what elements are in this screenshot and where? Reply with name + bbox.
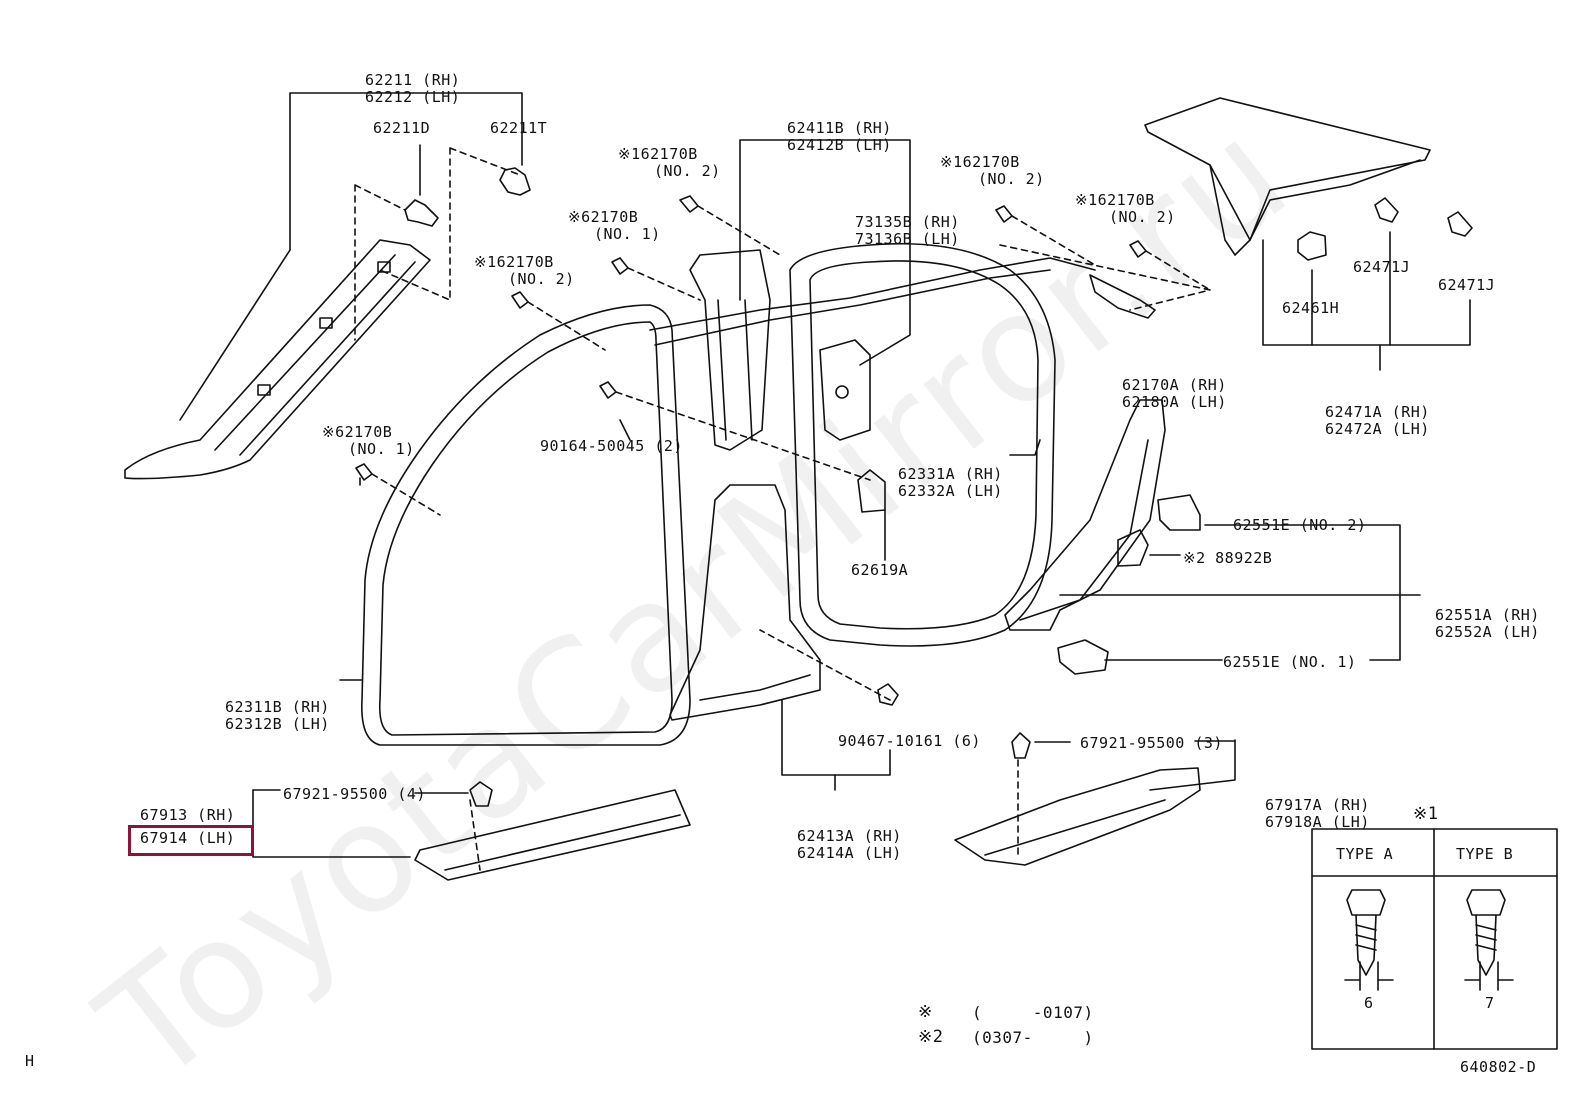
front-scuff-plate [414, 789, 691, 881]
clip-62471j-a [1374, 197, 1399, 223]
label-90467: 90467-10161 (6) [838, 732, 981, 750]
label-162170b-a: ※162170B(NO. 2) [618, 145, 721, 180]
label-62471j-b: 62471J [1438, 276, 1496, 294]
footnote-1-range: ( -0107) [972, 1003, 1094, 1022]
screw-type-b-icon [1466, 889, 1506, 976]
label-62170a: 62170A (RH)62180A (LH) [1122, 376, 1227, 411]
rear-quarter-garnish [1004, 399, 1166, 631]
clip-62211t [499, 167, 531, 196]
label-67914: 67914 (LH) [140, 829, 236, 847]
part-62170a [1089, 274, 1156, 319]
bracket-62211-lower [179, 249, 291, 421]
label-162170b-b: ※162170B(NO. 2) [474, 253, 575, 288]
front-pillar-garnish [124, 239, 431, 480]
label-62211: 62211 (RH)62212 (LH) [365, 71, 461, 106]
clip-62471j-b [1447, 211, 1473, 237]
diagram-code: 640802-D [1460, 1058, 1537, 1076]
label-67917a: 67917A (RH)67918A (LH) [1265, 796, 1370, 831]
clip-90467 [877, 683, 899, 706]
legend-dim-b: 7 [1485, 994, 1495, 1012]
clip-62211d [404, 199, 439, 227]
label-62211t: 62211T [490, 119, 548, 137]
label-62170b-b: ※62170B(NO. 1) [322, 423, 415, 458]
bracket-62211 [289, 92, 523, 251]
label-162170b-d: ※162170B(NO. 2) [1075, 191, 1176, 226]
screw-type-a-icon [1346, 889, 1386, 976]
label-62413a: 62413A (RH)62414A (LH) [797, 827, 902, 862]
label-73135b: 73135B (RH)73136B (LH) [855, 213, 960, 248]
label-67921-b: 67921-95500 (3) [1080, 734, 1223, 752]
clip-62551e-no2 [1157, 494, 1201, 531]
clip-88922b [1117, 529, 1149, 567]
footnote-2-mark: ※2 [918, 1027, 944, 1047]
legend-mark: ※1 [1413, 804, 1439, 824]
legend-type-b: TYPE B [1456, 845, 1514, 863]
corner-marker: H [25, 1052, 35, 1070]
label-67913: 67913 (RH) [140, 806, 236, 824]
clip-62551e-no1 [1057, 639, 1109, 675]
label-62170b-a: ※62170B(NO. 1) [568, 208, 661, 243]
seatbelt-cover-73135b [819, 339, 871, 441]
label-90164: 90164-50045 (2) [540, 437, 683, 455]
rear-door-weatherstrip [789, 242, 1056, 647]
label-162170b-c: ※162170B(NO. 2) [940, 153, 1045, 188]
rear-scuff-plate [954, 767, 1201, 866]
clip-62461h [1297, 231, 1327, 261]
legend-type-a: TYPE A [1336, 845, 1394, 863]
label-62471a: 62471A (RH)62472A (LH) [1325, 403, 1430, 438]
label-62619a: 62619A [851, 561, 909, 579]
label-62331a: 62331A (RH)62332A (LH) [898, 465, 1003, 500]
clip-67921-rear [1011, 732, 1031, 759]
roof-rail [649, 257, 1096, 331]
label-88922b: ※2 88922B [1183, 549, 1273, 567]
label-62411b: 62411B (RH)62412B (LH) [787, 119, 892, 154]
label-62551e-no2: 62551E (NO. 2) [1233, 516, 1367, 534]
label-67921-a: 67921-95500 (4) [283, 785, 426, 803]
center-pillar-upper [689, 249, 771, 451]
front-door-weatherstrip [361, 304, 691, 746]
label-62471j-a: 62471J [1353, 258, 1411, 276]
label-62551a: 62551A (RH)62552A (LH) [1435, 606, 1540, 641]
center-pillar-lower [669, 484, 821, 721]
highlight-box-67914 [128, 825, 254, 856]
bracket-62619a [857, 469, 886, 513]
label-62551e-no1: 62551E (NO. 1) [1223, 653, 1357, 671]
package-tray-trim [1144, 97, 1431, 256]
label-62211d: 62211D [373, 119, 431, 137]
label-62311b: 62311B (RH)62312B (LH) [225, 698, 330, 733]
footnote-1-mark: ※ [918, 1002, 933, 1022]
label-62461h: 62461H [1282, 299, 1340, 317]
clip-67921-front [469, 781, 493, 807]
legend-dim-a: 6 [1364, 994, 1374, 1012]
footnote-2-range: (0307- ) [972, 1028, 1094, 1047]
